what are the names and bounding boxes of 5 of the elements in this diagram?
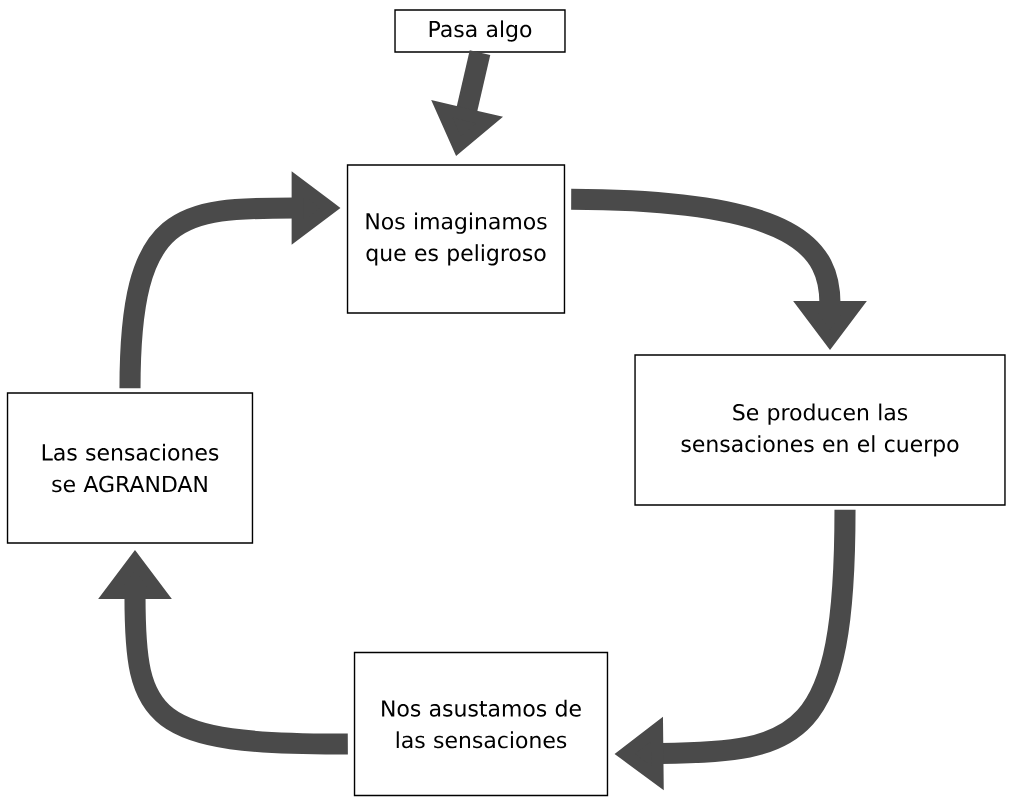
process-box: Nos imaginamos que es peligroso: [346, 164, 566, 314]
process-box: Las sensaciones se AGRANDAN: [6, 392, 254, 544]
process-box: Pasa algo: [394, 9, 566, 53]
process-box: Se producen las sensaciones en el cuerpo: [634, 354, 1006, 506]
process-box: Nos asustamos de las sensaciones: [353, 651, 609, 797]
